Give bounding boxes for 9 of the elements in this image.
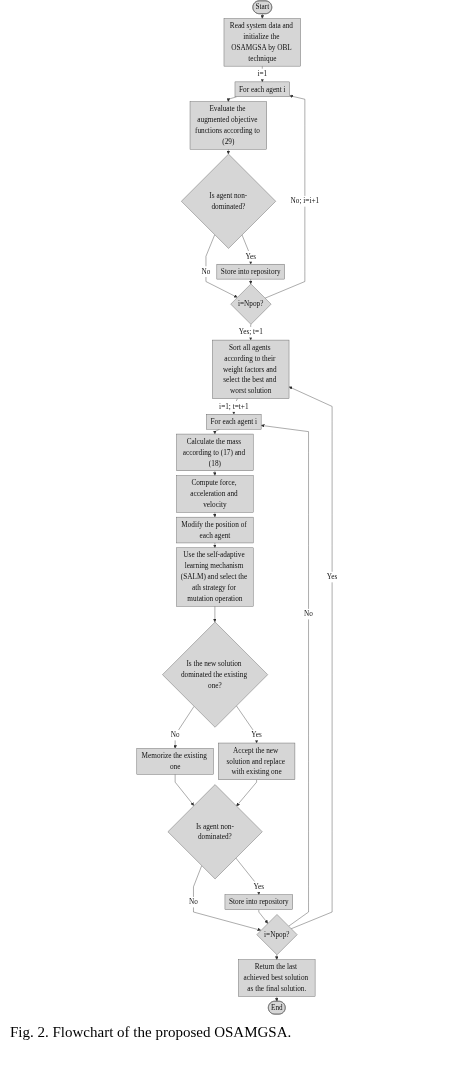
arrow bbox=[260, 13, 264, 19]
arrow bbox=[213, 512, 217, 518]
arrow bbox=[226, 149, 230, 155]
arrow bbox=[213, 542, 217, 548]
arrow bbox=[274, 996, 279, 1002]
arrow bbox=[248, 278, 253, 285]
figure-caption: Fig. 2. Flowchart of the proposed OSAMGSA. bbox=[9, 1023, 293, 1042]
arrow bbox=[274, 954, 279, 960]
arrow bbox=[213, 470, 217, 476]
